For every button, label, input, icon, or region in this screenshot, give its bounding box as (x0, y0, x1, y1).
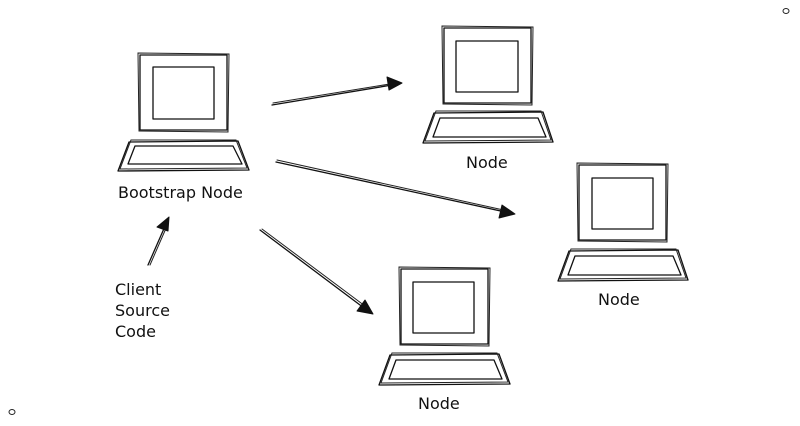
bootstrap-computer-icon (117, 52, 250, 172)
client-label-line3: Code (115, 322, 156, 341)
arrow-to-top-node-icon (271, 76, 403, 106)
arrow-client-to-bootstrap-icon (147, 216, 170, 266)
arrow-to-right-node-icon (275, 159, 516, 219)
corner-doodle-bottom-left (8, 409, 16, 415)
node-bottom-computer-icon (378, 266, 511, 386)
node-bottom-label: Node (418, 394, 460, 413)
arrow-to-bottom-node-icon (259, 228, 374, 315)
client-label-line2: Source (115, 301, 170, 320)
bootstrap-node-label: Bootstrap Node (118, 183, 243, 202)
node-top-label: Node (466, 153, 508, 172)
corner-doodle-top-right (782, 8, 790, 14)
client-label-line1: Client (115, 280, 161, 299)
node-top-computer-icon (422, 25, 554, 144)
node-right-label: Node (598, 290, 640, 309)
node-right-computer-icon (557, 162, 689, 282)
